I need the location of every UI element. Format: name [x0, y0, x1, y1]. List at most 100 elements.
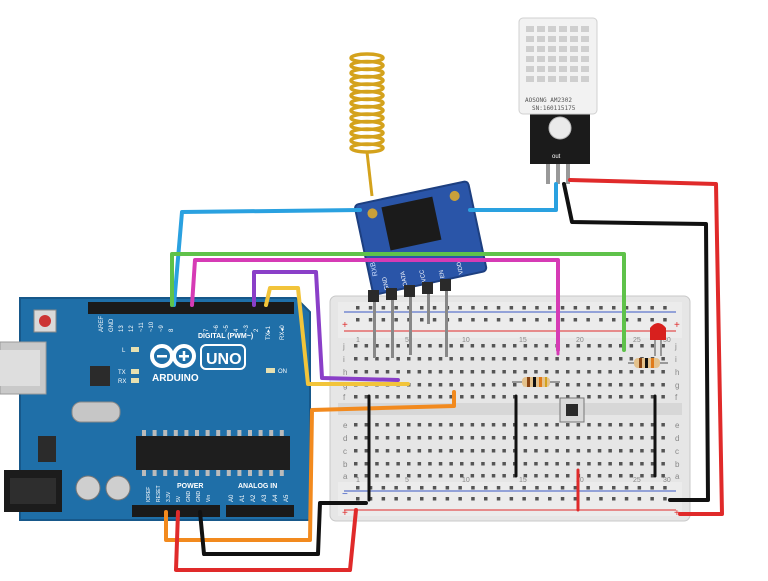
- breadboard-hole: [396, 395, 400, 399]
- breadboard-hole: [502, 383, 506, 387]
- sensor-grille: [526, 26, 589, 82]
- rail-hole: [496, 306, 501, 310]
- breadboard-hole: [555, 449, 559, 453]
- breadboard-hole: [597, 370, 602, 374]
- breadboard-hole: [407, 370, 411, 374]
- chip-leg: [142, 470, 146, 476]
- breadboard-hole: [629, 449, 634, 453]
- breadboard-hole: [396, 462, 400, 466]
- breadboard-hole: [661, 344, 665, 348]
- breadboard-hole: [438, 383, 443, 387]
- breadboard-hole: [460, 357, 464, 361]
- breadboard-hole: [407, 423, 411, 427]
- breadboard-hole: [460, 370, 464, 374]
- breadboard-hole: [566, 357, 570, 361]
- breadboard-hole: [566, 462, 570, 466]
- breadboard-hole: [385, 395, 390, 399]
- sensor-out-label: out: [552, 154, 561, 160]
- breadboard-hole: [555, 370, 559, 374]
- column-number: 25: [633, 337, 641, 344]
- breadboard-hole: [629, 474, 634, 478]
- breadboard-hole: [354, 449, 358, 453]
- rail-hole: [650, 486, 654, 490]
- breadboard-hole: [650, 344, 655, 348]
- row-letter: i: [343, 355, 345, 364]
- row-letter: i: [675, 355, 677, 364]
- rail-hole: [599, 306, 603, 310]
- breadboard-hole: [523, 370, 528, 374]
- crystal-oscillator: [71, 401, 121, 423]
- rail-hole: [420, 306, 424, 310]
- breadboard-hole: [555, 423, 559, 427]
- breadboard-hole: [502, 395, 506, 399]
- rail-hole: [356, 306, 360, 310]
- breadboard-hole: [576, 357, 581, 361]
- column-number: 25: [633, 477, 641, 484]
- yellow-wire: [264, 286, 410, 386]
- breadboard-hole: [619, 383, 623, 387]
- breadboard-hole: [449, 449, 453, 453]
- breadboard-hole: [438, 423, 443, 427]
- rail-hole: [535, 486, 539, 490]
- rf-module-pins: [368, 279, 451, 358]
- chip-leg: [163, 470, 168, 476]
- digital-header: [88, 302, 294, 314]
- breadboard-hole: [428, 436, 432, 440]
- chip-leg: [237, 470, 242, 476]
- grille-slot: [581, 46, 589, 52]
- digital-pin-label: 2: [254, 328, 260, 332]
- breadboard-hole: [544, 395, 549, 399]
- rf-module-side-text: RXB6: [369, 257, 380, 276]
- breadboard-hole: [449, 462, 453, 466]
- chip-leg: [142, 430, 146, 436]
- digital-pin-label: 8: [169, 328, 175, 332]
- breadboard-hole: [385, 423, 390, 427]
- breadboard-hole: [491, 449, 496, 453]
- rail-hole: [394, 486, 398, 490]
- rail-hole: [663, 306, 667, 310]
- row-letter: c: [675, 447, 679, 456]
- row-letter: c: [343, 447, 347, 456]
- breadboard-hole: [661, 357, 665, 361]
- grille-slot: [581, 66, 589, 72]
- breadboard-hole: [523, 449, 528, 453]
- breadboard-hole: [566, 395, 570, 399]
- rf-pin-label: GND: [382, 276, 391, 291]
- rail-hole: [560, 497, 565, 501]
- grille-slot: [537, 36, 545, 42]
- power-pin-label: 5V: [176, 495, 182, 502]
- breadboard-hole: [438, 357, 443, 361]
- breadboard-hole: [587, 449, 591, 453]
- breadboard-hole: [354, 395, 358, 399]
- breadboard-hole: [576, 436, 581, 440]
- digital-section-label: DIGITAL (PWM~): [198, 333, 253, 340]
- breadboard-hole: [640, 383, 644, 387]
- grille-slot: [559, 26, 567, 32]
- grille-slot: [559, 76, 567, 82]
- breadboard-hole: [502, 357, 506, 361]
- breadboard-hole: [661, 449, 665, 453]
- chip-leg: [279, 470, 284, 476]
- breadboard-hole: [576, 383, 581, 387]
- breadboard-hole: [587, 370, 591, 374]
- breadboard-hole: [470, 357, 475, 361]
- column-number: 20: [576, 337, 584, 344]
- rail-hole: [612, 486, 616, 490]
- breadboard-hole: [534, 423, 538, 427]
- breadboard-hole: [650, 383, 655, 387]
- grille-slot: [526, 76, 534, 82]
- breadboard-hole: [619, 436, 623, 440]
- breadboard-hole: [650, 474, 655, 478]
- breadboard-hole: [523, 344, 528, 348]
- l-led-label: L: [122, 348, 126, 354]
- rail-hole: [394, 306, 398, 310]
- breadboard-hole: [417, 370, 422, 374]
- rail-hole: [432, 306, 437, 310]
- rail-hole: [522, 318, 526, 322]
- breadboard-hole: [608, 357, 612, 361]
- push-button[interactable]: [559, 397, 585, 423]
- coil-lead: [365, 151, 374, 197]
- grille-slot: [537, 46, 545, 52]
- breadboard-hole: [566, 474, 570, 478]
- breadboard-hole: [640, 370, 644, 374]
